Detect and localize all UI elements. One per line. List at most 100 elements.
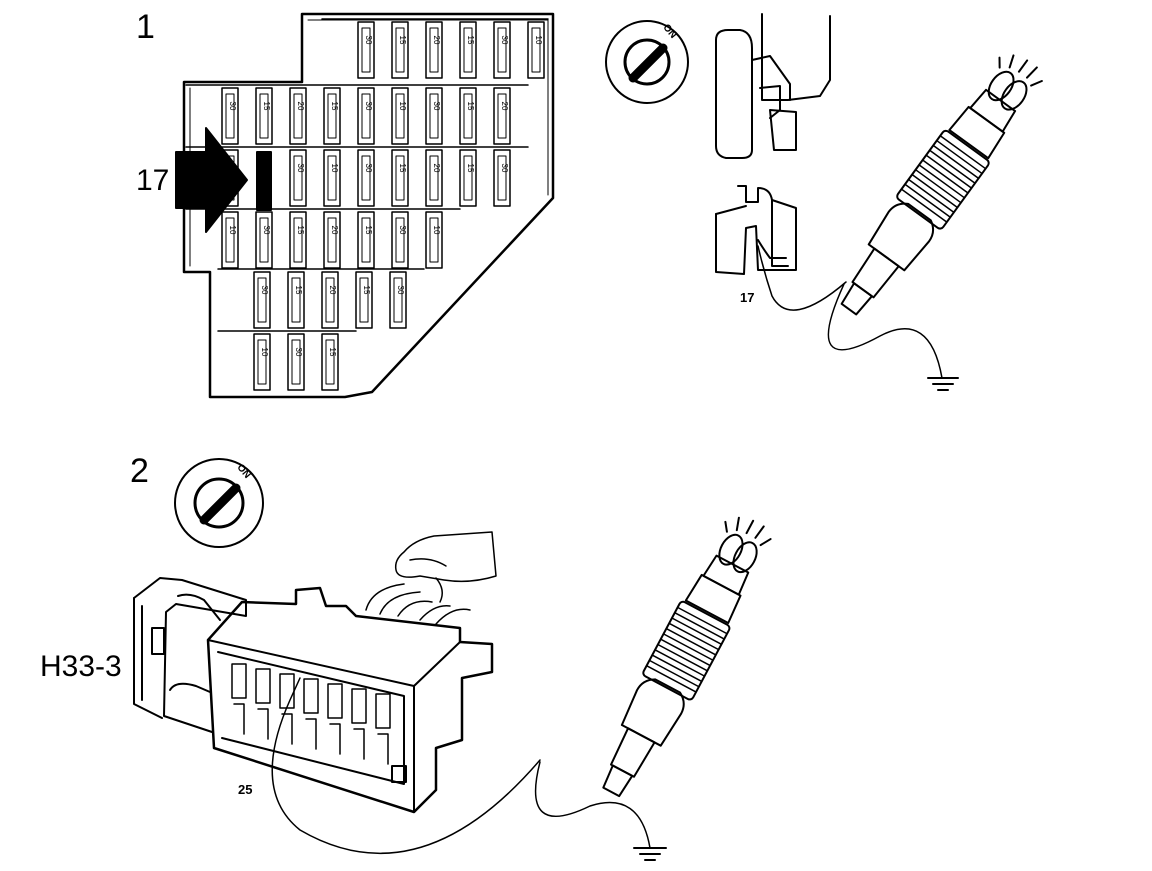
fuse — [527, 21, 545, 79]
fuse-rating-text: 30 — [396, 286, 405, 295]
fuse-holder — [715, 13, 831, 159]
fuse-rating-text: 20 — [500, 102, 509, 111]
fuse-rating-text: 15 — [362, 286, 371, 295]
fuse-rating-text: 15 — [296, 226, 305, 235]
fuse — [221, 87, 239, 145]
fuse-rating-text: 30 — [398, 226, 407, 235]
fuse-rating-text: 15 — [330, 102, 339, 111]
fuse — [425, 21, 443, 79]
fuse-rating-text: 15 — [364, 226, 373, 235]
test-lamp-2 — [602, 516, 772, 798]
fuse — [221, 211, 239, 269]
fuse-rating-text: 20 — [328, 286, 337, 295]
step-number-1: 1 — [136, 8, 155, 46]
fuse-rating-text: 15 — [466, 102, 475, 111]
terminal-slot — [231, 663, 247, 699]
fuse — [321, 271, 339, 329]
fuse — [323, 87, 341, 145]
fuse-grid: 30 15 20 15 30 10 30 15 20 15 30 10 30 15 20 15 30 10 30 15… — [185, 18, 549, 391]
terminal-slot — [375, 693, 391, 729]
fuse — [459, 87, 477, 145]
fuse — [459, 149, 477, 207]
ground-symbol-1 — [927, 377, 959, 391]
fuse — [357, 87, 375, 145]
removed-fuse-17 — [715, 185, 797, 275]
fuse — [357, 211, 375, 269]
terminal-slot — [279, 673, 295, 709]
terminal-slot — [351, 688, 367, 724]
fuse — [425, 87, 443, 145]
terminal-slot — [255, 668, 271, 704]
fuse — [287, 271, 305, 329]
fuse-rating-text: 30 — [262, 226, 271, 235]
fuse-17 — [256, 151, 272, 211]
fuse-rating-text: 20 — [432, 164, 441, 173]
fuse — [459, 21, 477, 79]
fuse-rating-text: 15 — [466, 164, 475, 173]
fuse — [425, 149, 443, 207]
fuse-rating-text: 15 — [398, 164, 407, 173]
fuse-rating-text: 10 — [534, 36, 543, 45]
fuse-rating-text: 30 — [364, 102, 373, 111]
fuse — [289, 87, 307, 145]
fuse-callout-label: 17 — [136, 164, 170, 197]
fuse — [493, 149, 511, 207]
fuse — [287, 333, 305, 391]
fuse-box: 30 15 20 15 30 10 30 15 20 15 30 10 30 15 20 15 30 10 30 15… — [182, 12, 555, 399]
fuse — [357, 149, 375, 207]
test-lead-2 — [271, 677, 541, 855]
fuse-rating-text: 30 — [260, 286, 269, 295]
fuse-rating-text: 15 — [262, 102, 271, 111]
fuse-rating-text: 20 — [330, 226, 339, 235]
terminal-label: 25 — [238, 782, 253, 797]
fuse — [391, 211, 409, 269]
ground-lead-1 — [827, 283, 943, 379]
connector-label: H33-3 — [40, 650, 122, 683]
fuse-rating-text: 10 — [330, 164, 339, 173]
fuse-rating-text: 30 — [500, 36, 509, 45]
fuse-rating-text: 15 — [398, 36, 407, 45]
fuse — [321, 333, 339, 391]
fuse — [355, 271, 373, 329]
fuse-rating-text: 30 — [228, 102, 237, 111]
fuse — [255, 211, 273, 269]
fuse — [391, 87, 409, 145]
fuse — [493, 21, 511, 79]
fuse-rating-text: 30 — [364, 164, 373, 173]
fuse-rating-text: 20 — [432, 36, 441, 45]
fuse — [391, 149, 409, 207]
fuse-rating-text: 20 — [296, 102, 305, 111]
ground-symbol-2 — [633, 847, 667, 861]
fuse — [493, 87, 511, 145]
hand-holding-wires — [365, 531, 497, 625]
ignition-switch-on-icon — [174, 458, 264, 548]
connector-h33-3 — [206, 586, 494, 814]
fuse — [323, 211, 341, 269]
terminal-slot — [327, 683, 343, 719]
fuse-rating-text: 30 — [294, 348, 303, 357]
fuse-rating-text: 30 — [296, 164, 305, 173]
fuse-rating-text: 30 — [500, 164, 509, 173]
fuse-17-callout-arrow — [175, 127, 248, 233]
terminal-slot — [303, 678, 319, 714]
step-number-2: 2 — [130, 452, 149, 490]
fuse — [253, 333, 271, 391]
fuse — [289, 211, 307, 269]
test-lead-1 — [757, 245, 847, 311]
fuse — [255, 87, 273, 145]
fuse-terminal-label: 17 — [740, 290, 755, 305]
fuse-rating-text: 10 — [432, 226, 441, 235]
fuse — [253, 271, 271, 329]
fuse-rating-text: 10 — [398, 102, 407, 111]
fuse — [357, 21, 375, 79]
fuse — [323, 149, 341, 207]
fuse-rating-text: 10 — [228, 226, 237, 235]
fuse-rating-text: 15 — [466, 36, 475, 45]
ground-lead-2 — [534, 761, 651, 849]
connector-bracket-h33-3 — [133, 577, 247, 733]
fuse-rating-text: 15 — [294, 286, 303, 295]
fuse — [391, 21, 409, 79]
fuse-rating-text: 10 — [260, 348, 269, 357]
